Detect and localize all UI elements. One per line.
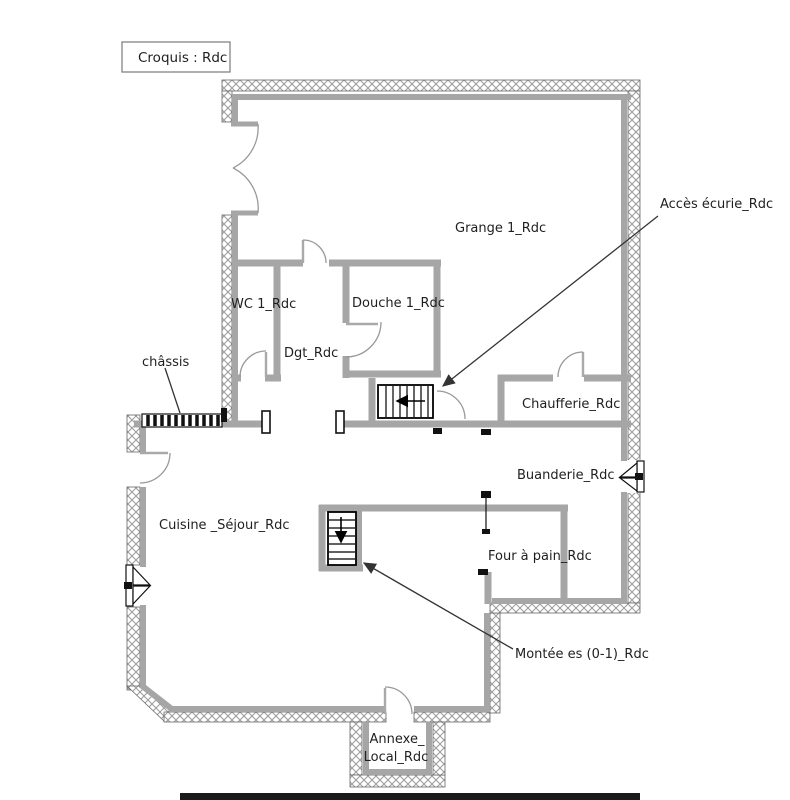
window-right-bowtie-icon — [618, 460, 645, 493]
label-four-a-pain: Four à pain_Rdc — [488, 549, 592, 564]
wall-left-upper-a — [221, 90, 233, 123]
outer-walls — [125, 79, 641, 788]
jamb-left — [261, 410, 271, 434]
wall-bottom-b — [413, 711, 491, 723]
door-jambs-and-posts — [221, 408, 491, 575]
annex-wall-bottom — [349, 774, 446, 788]
window-left-bowtie-icon — [124, 564, 152, 607]
stair-chamber-door — [436, 390, 466, 420]
label-buanderie: Buanderie_Rdc — [517, 468, 615, 483]
interior-walls — [134, 259, 631, 604]
wall-left-lower-c — [126, 606, 141, 691]
stair-lower-icon — [327, 511, 357, 566]
label-montee: Montée es (0-1)_Rdc — [515, 647, 649, 662]
wall-left-upper-b — [221, 214, 233, 426]
label-douche: Douche 1_Rdc — [352, 296, 445, 311]
wall-step — [489, 612, 501, 714]
chaufferie-door — [557, 351, 585, 378]
label-acces-ecurie: Accès écurie_Rdc — [660, 197, 773, 212]
outer-wall-inner-faces — [139, 94, 631, 775]
label-cuisine: Cuisine _Séjour_Rdc — [159, 518, 290, 533]
title-box: Croquis : Rdc — [121, 41, 231, 73]
annex-wall-right — [432, 721, 446, 776]
douche-door — [345, 321, 382, 358]
label-wc: WC 1_Rdc — [231, 297, 296, 312]
wc-door — [239, 350, 268, 378]
label-chassis: châssis — [142, 355, 190, 370]
page-title: Croquis : Rdc — [138, 50, 227, 66]
entrance-double-door — [231, 121, 259, 216]
annotation-arrows — [164, 215, 659, 650]
montee-arrow — [362, 562, 514, 650]
label-annexe-line2: Local_Rdc — [364, 750, 429, 765]
wall-bottom-a — [163, 711, 387, 723]
annex-wall-left — [349, 721, 363, 776]
wall-right — [627, 90, 641, 604]
chassis-window — [141, 413, 223, 428]
jamb-right — [335, 410, 345, 434]
bottom-edge-artifact — [180, 793, 640, 800]
label-chaufferie: Chaufferie_Rdc — [522, 397, 620, 412]
label-dgt: Dgt_Rdc — [284, 346, 338, 361]
wall-top — [221, 79, 641, 92]
room-labels: Grange 1_Rdc Accès écurie_Rdc WC 1_Rdc D… — [142, 197, 773, 765]
label-annexe-line1: Annexe_ — [370, 732, 425, 747]
annex-door — [383, 686, 413, 715]
chassis-pointer — [164, 367, 181, 414]
stair-upper-icon — [377, 384, 434, 419]
wall-four-bottom — [489, 602, 641, 614]
grange-inner-door — [301, 239, 327, 264]
acces-ecurie-arrow — [441, 215, 659, 387]
cuisine-left-door — [139, 451, 171, 484]
label-grange: Grange 1_Rdc — [455, 221, 546, 236]
wall-left-lower-b — [126, 486, 141, 566]
